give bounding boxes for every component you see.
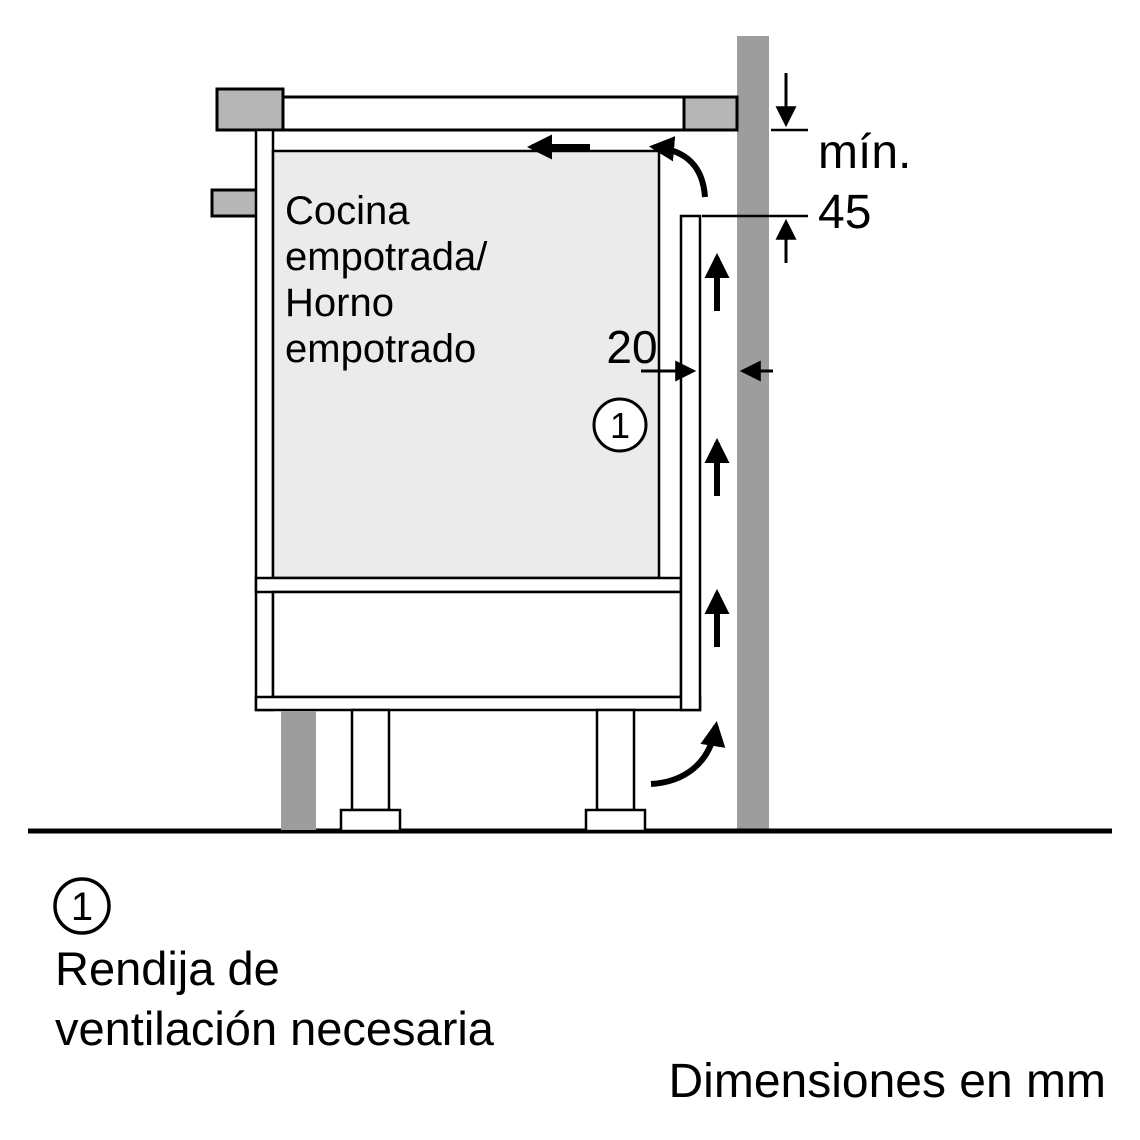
cabinet-left-panel <box>254 128 275 712</box>
units-note: Dimensiones en mm <box>669 1055 1106 1108</box>
foot-right <box>584 808 647 833</box>
cabinet-shelf <box>254 576 683 594</box>
dim-min-label: mín. <box>818 126 911 179</box>
leg-right <box>595 708 636 812</box>
oven-body <box>271 149 661 580</box>
foot-left <box>339 808 402 833</box>
airflow-arrow-top-curve <box>648 136 708 198</box>
legend-1-number: 1 <box>71 885 93 929</box>
cooktop-profile <box>281 95 686 132</box>
oven-handle <box>210 188 262 218</box>
appliance-label-line-1: Cocina <box>285 189 410 233</box>
legend-1-circle <box>53 877 111 935</box>
dim-gap-value: 20 <box>606 321 657 373</box>
cabinet-right-panel <box>679 214 702 712</box>
countertop-right-edge <box>682 95 739 132</box>
appliance-label-line-3: Horno <box>285 281 394 325</box>
leg-left <box>350 708 391 812</box>
cabinet-bottom <box>254 695 702 712</box>
countertop-left-edge <box>215 87 285 132</box>
drawer-front <box>271 590 683 699</box>
appliance-label-line-4: empotrado <box>285 327 476 371</box>
wall <box>737 36 769 831</box>
dim-min-value: 45 <box>818 186 871 239</box>
callout-1-number: 1 <box>610 405 630 446</box>
callout-1-circle <box>592 397 648 453</box>
legend-line-2: ventilación necesaria <box>55 1002 495 1055</box>
appliance-label-line-2: empotrada/ <box>285 235 488 279</box>
airflow-arrow-bottom-curve <box>650 721 726 787</box>
plinth <box>281 711 316 830</box>
legend-line-1: Rendija de <box>55 942 280 995</box>
